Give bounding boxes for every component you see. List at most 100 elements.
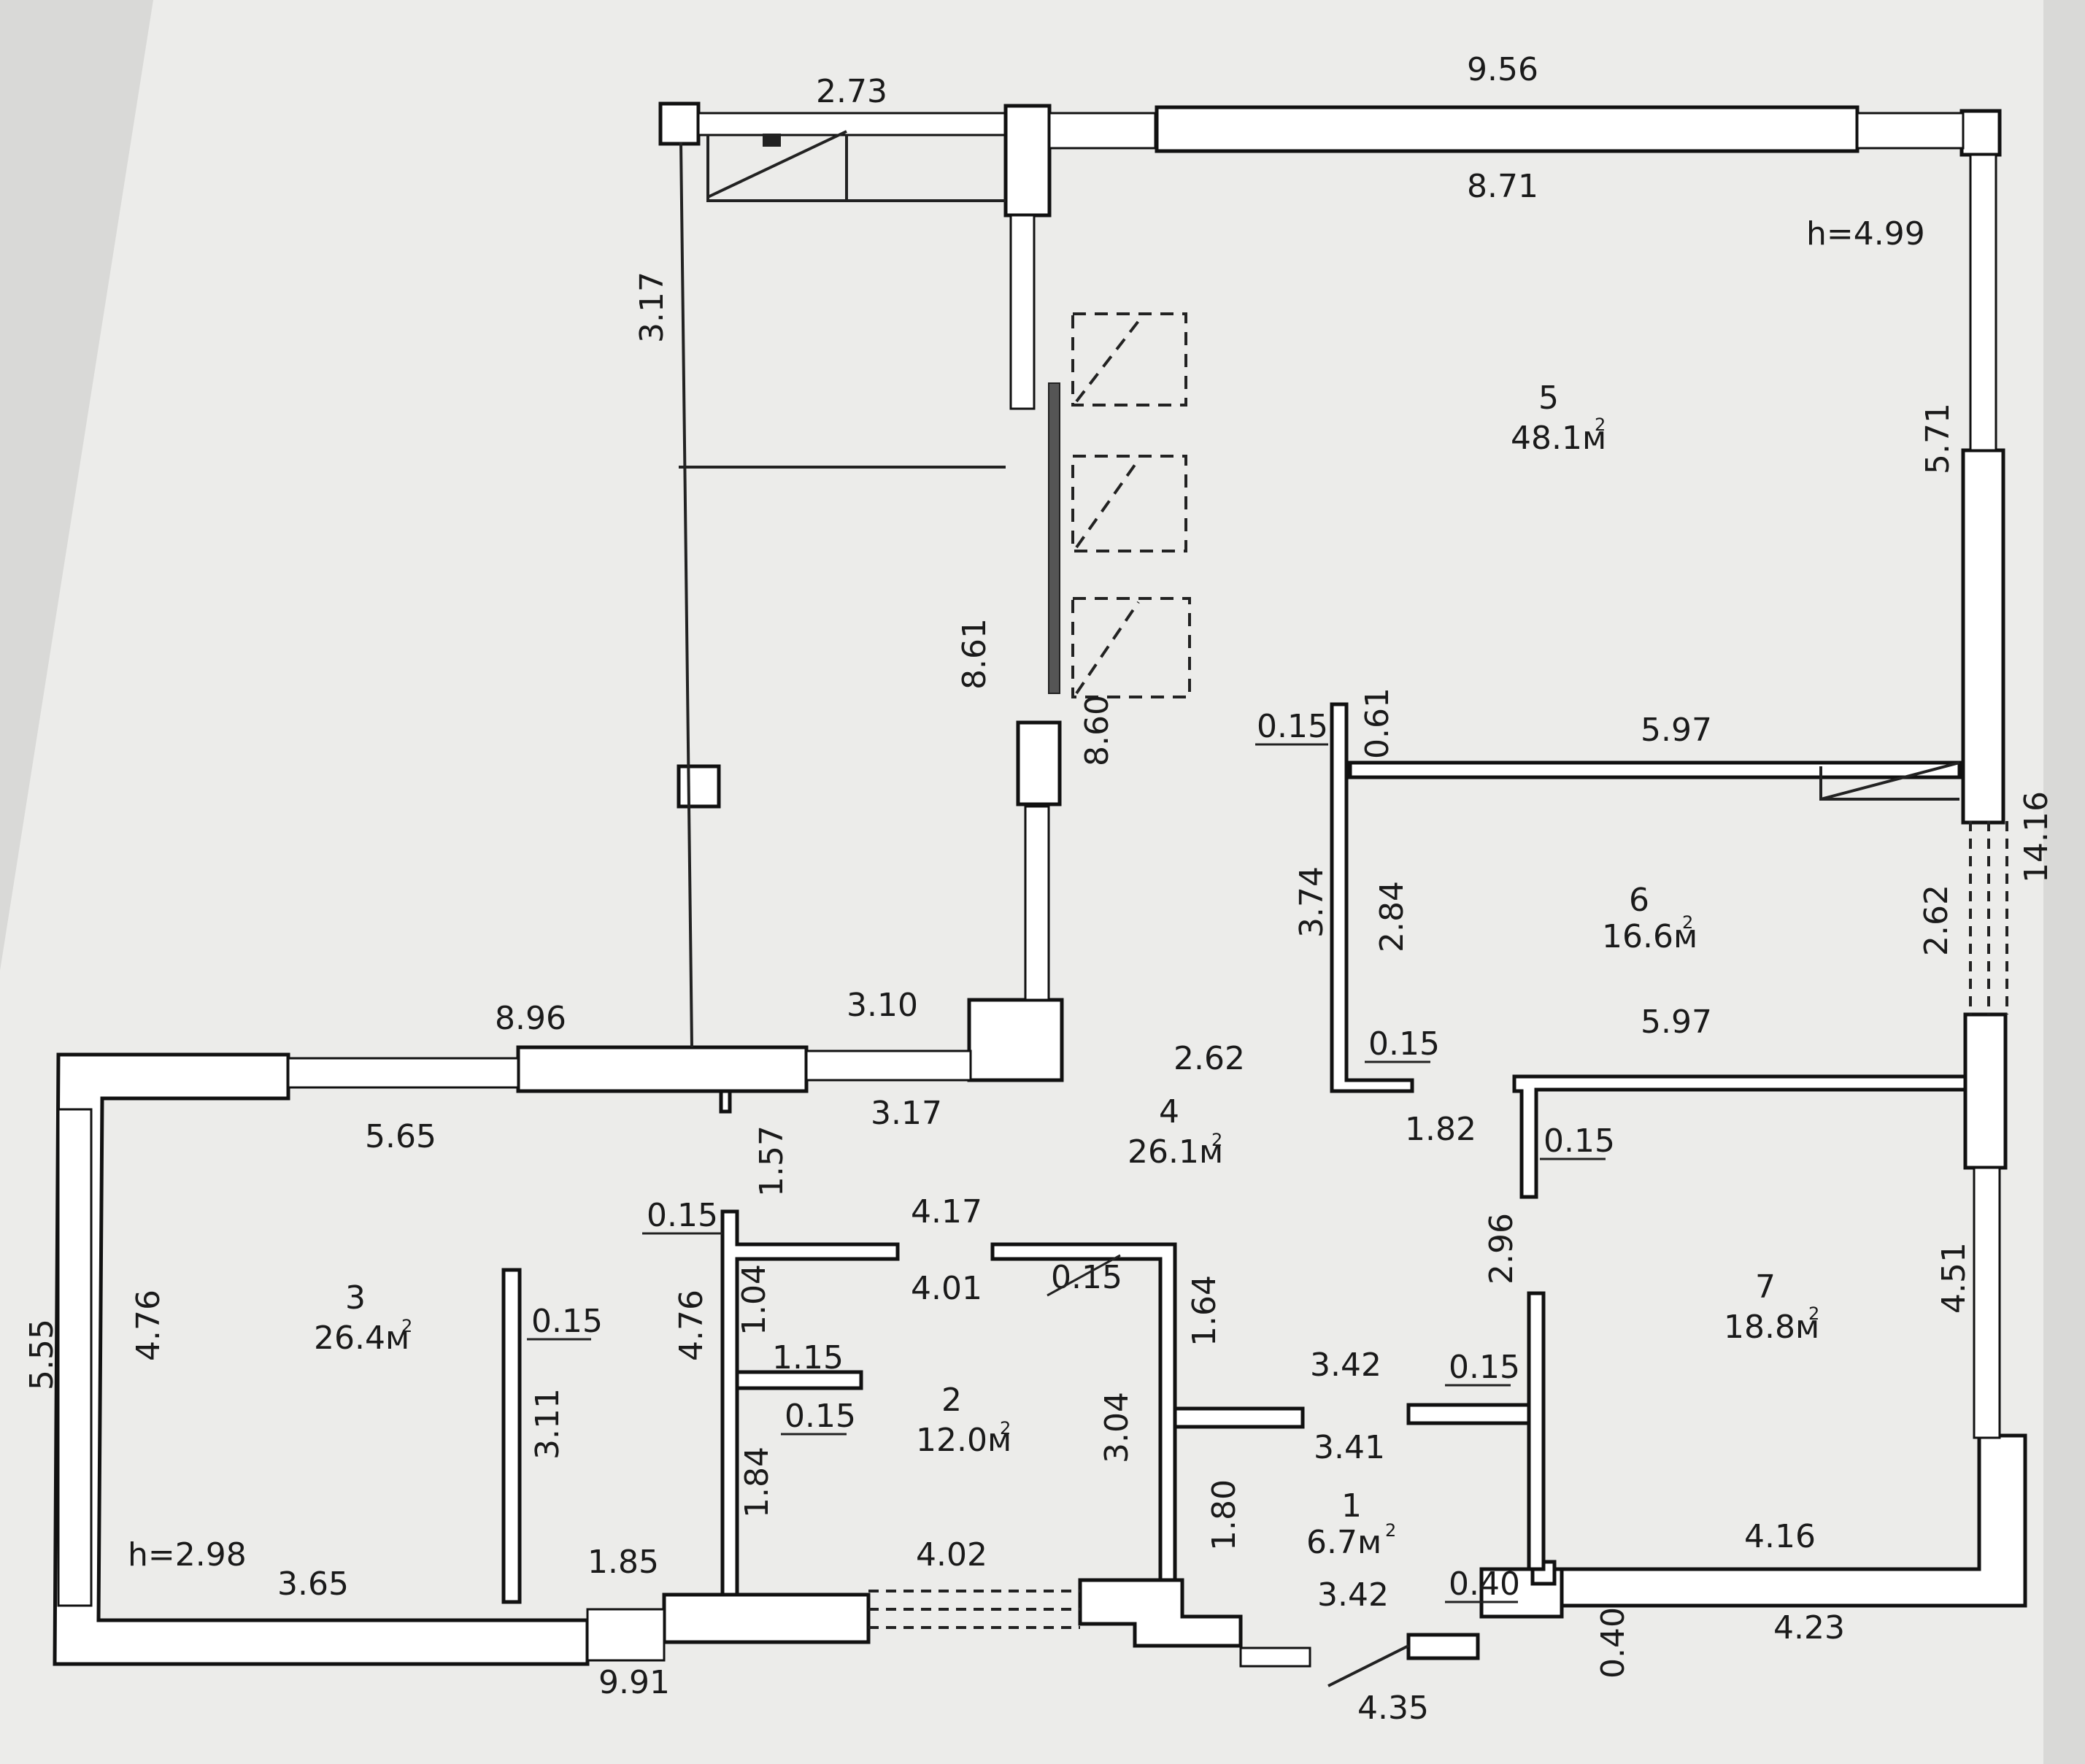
room-area: 26.1м — [1128, 1133, 1223, 1171]
dim-4-01: 4.01 — [911, 1270, 982, 1307]
column-top-right — [1959, 109, 2002, 157]
entry-wall — [1406, 1633, 1480, 1660]
dim-2-96: 2.96 — [1483, 1213, 1520, 1285]
dim-2-84: 2.84 — [1373, 881, 1411, 952]
area-unit-exponent: 2 — [1385, 1520, 1396, 1541]
area-unit-exponent: 2 — [401, 1316, 412, 1336]
dim-3-11: 3.11 — [529, 1388, 566, 1460]
dim-3-17-h: 3.17 — [871, 1095, 942, 1132]
room-number: 3 — [345, 1279, 366, 1317]
dim-0-61: 0.61 — [1359, 688, 1396, 759]
dim-1-57: 1.57 — [753, 1125, 790, 1197]
dim-8-61: 8.61 — [956, 618, 993, 690]
area-unit-exponent: 2 — [1595, 415, 1606, 435]
dim-0-15-b: 0.15 — [1368, 1025, 1440, 1063]
partitions — [57, 112, 2001, 1668]
room-area: 18.8м — [1724, 1309, 1819, 1346]
room-number: 5 — [1538, 380, 1559, 417]
dim-3-42-b: 3.42 — [1317, 1576, 1389, 1614]
dimension-leaders — [527, 743, 1606, 1603]
bottom-wall-middle — [662, 1592, 871, 1644]
dim-0-40-a: 0.40 — [1449, 1565, 1520, 1603]
right-wall-middle — [1963, 1012, 2008, 1170]
right-wall-upper — [1961, 448, 2005, 825]
walls — [53, 101, 2027, 1666]
room-area: 16.6м — [1602, 918, 1697, 955]
dim-4-17: 4.17 — [911, 1193, 982, 1230]
dim-14-16: 14.16 — [2018, 791, 2055, 883]
column-top-mid — [1003, 104, 1052, 217]
corner-wall-upper-left — [967, 998, 1064, 1082]
dim-3-42-t: 3.42 — [1310, 1347, 1381, 1384]
room-number: 2 — [941, 1382, 962, 1419]
dim-3-74: 3.74 — [1293, 866, 1330, 938]
room-area: 6.7м — [1306, 1524, 1381, 1561]
column-small-left — [677, 764, 721, 809]
dim-3-04: 3.04 — [1098, 1392, 1136, 1463]
dim-3-41: 3.41 — [1314, 1429, 1385, 1466]
dim-5-55: 5.55 — [23, 1319, 61, 1390]
top-boundary-wall-mid — [516, 1045, 809, 1093]
dim-0-15-d: 0.15 — [647, 1197, 718, 1234]
room-number: 4 — [1159, 1093, 1179, 1131]
dim-1-64: 1.64 — [1186, 1275, 1223, 1347]
dim-2-62-r: 2.62 — [1918, 885, 1955, 956]
dim-9-91: 9.91 — [598, 1664, 670, 1701]
dim-1-04: 1.04 — [736, 1264, 773, 1336]
column-top-left — [658, 101, 701, 146]
room-7: 7 18.8м 2 — [1724, 1268, 1819, 1346]
dim-4-76-l: 4.76 — [130, 1290, 167, 1361]
glass-partition — [1048, 382, 1060, 694]
dim-2-73: 2.73 — [816, 73, 887, 110]
area-unit-exponent: 2 — [1000, 1418, 1011, 1438]
room-3: 3 26.4м 2 — [314, 1279, 412, 1357]
dim-4-76-m: 4.76 — [673, 1290, 710, 1361]
room-4: 4 26.1м 2 — [1128, 1093, 1223, 1171]
room-number: 6 — [1629, 882, 1649, 919]
room-area: 26.4м — [314, 1320, 409, 1357]
dim-8-71: 8.71 — [1467, 168, 1538, 205]
dim-9-56: 9.56 — [1467, 51, 1538, 88]
area-unit-exponent: 2 — [1682, 912, 1693, 933]
room-1: 1 6.7м 2 — [1306, 1487, 1396, 1561]
dim-1-84: 1.84 — [739, 1447, 776, 1518]
wall-stub-upper — [1016, 720, 1062, 806]
dim-0-15-h: 0.15 — [1449, 1349, 1520, 1386]
dim-4-16: 4.16 — [1744, 1518, 1816, 1555]
dim-5-97-top: 5.97 — [1641, 712, 1712, 749]
room-number: 1 — [1341, 1487, 1362, 1525]
room-2: 2 12.0м 2 — [916, 1382, 1011, 1459]
dim-3-10: 3.10 — [847, 987, 918, 1024]
stair-wall — [1078, 1578, 1243, 1648]
dim-3-65: 3.65 — [277, 1565, 349, 1603]
dim-4-23: 4.23 — [1773, 1609, 1845, 1646]
room-labels: 1 6.7м 2 2 12.0м 2 3 26.4м 2 4 26.1м 2 5… — [128, 215, 1925, 1574]
dim-0-15-c: 0.15 — [1543, 1122, 1615, 1160]
room-area: 12.0м — [916, 1422, 1011, 1459]
dim-0-15-e: 0.15 — [531, 1303, 603, 1340]
dim-0-15-f: 0.15 — [1051, 1259, 1122, 1296]
dim-5-97-bot: 5.97 — [1641, 1004, 1712, 1041]
top-wall-right — [1155, 105, 1859, 153]
dim-4-51: 4.51 — [1935, 1242, 1973, 1314]
dim-3-17-v: 3.17 — [633, 271, 671, 343]
dim-5-71: 5.71 — [1919, 403, 1957, 474]
area-unit-exponent: 2 — [1808, 1303, 1819, 1324]
room-number: 7 — [1755, 1268, 1776, 1306]
dim-1-15: 1.15 — [772, 1339, 844, 1376]
dim-5-65: 5.65 — [365, 1118, 436, 1155]
dim-4-02: 4.02 — [916, 1536, 987, 1574]
openings — [868, 312, 2008, 1687]
area-unit-exponent: 2 — [1211, 1130, 1222, 1150]
dimensions: 2.73 9.56 8.71 0.15 5.97 0.15 5.97 8.96 … — [23, 51, 2055, 1727]
dim-0-15-a: 0.15 — [1257, 708, 1328, 745]
ceiling-height-lower: h=2.98 — [128, 1536, 247, 1574]
dim-2-62-c: 2.62 — [1173, 1040, 1245, 1077]
dim-0-15-g: 0.15 — [785, 1398, 856, 1435]
dim-8-96: 8.96 — [495, 1000, 566, 1037]
dim-1-85: 1.85 — [587, 1544, 659, 1581]
dim-1-82: 1.82 — [1405, 1111, 1476, 1148]
dim-4-35: 4.35 — [1357, 1690, 1429, 1727]
ceiling-height-upper: h=4.99 — [1806, 215, 1925, 253]
